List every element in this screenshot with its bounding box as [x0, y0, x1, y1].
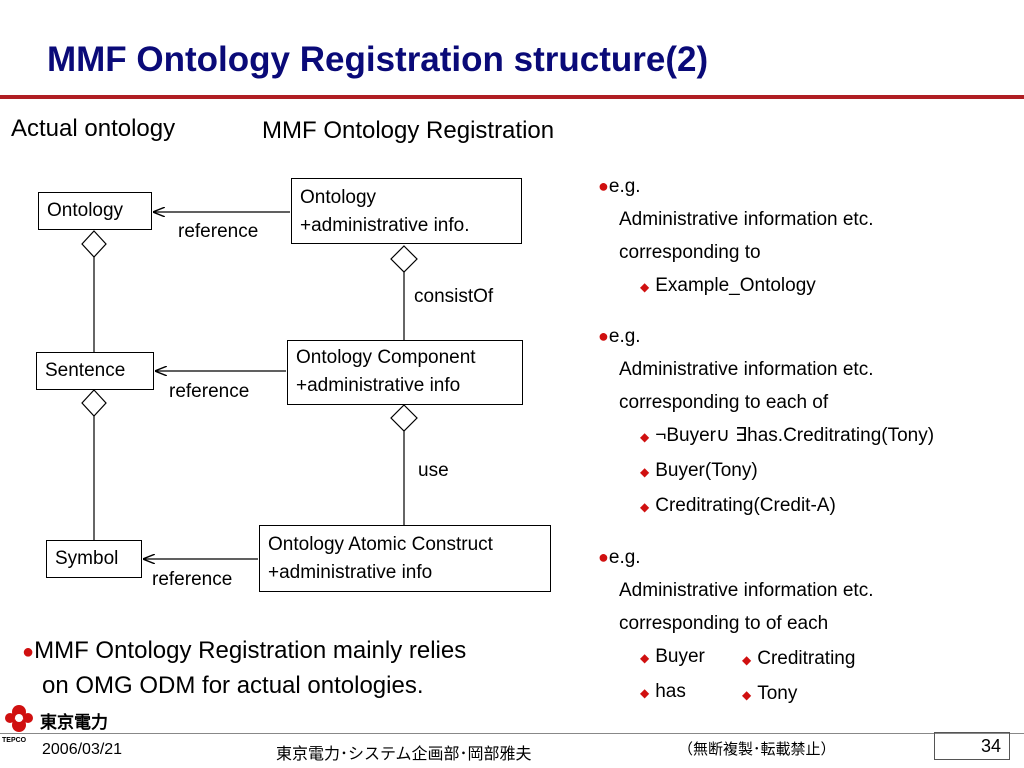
- bullet-dot-icon: ●: [598, 176, 609, 196]
- note-2-line-1: e.g.: [608, 326, 641, 347]
- diamond-bullet-icon: ◆: [742, 653, 752, 667]
- note-3-sub-left: ◆ Buyer ◆ has: [640, 640, 705, 710]
- note-3-sub-tony: Tony: [757, 683, 798, 704]
- box-ontology-component: Ontology Component +administrative info: [287, 340, 523, 405]
- box-symbol: Symbol: [46, 540, 142, 578]
- summary-line-1: MMF Ontology Registration mainly relies: [34, 637, 467, 664]
- box-registration-ontology: Ontology +administrative info.: [291, 178, 522, 244]
- box-registration-ontology-line1: Ontology: [300, 187, 377, 208]
- note-3-line-3: corresponding to of each: [619, 613, 829, 634]
- box-ontology-component-line1: Ontology Component: [296, 347, 476, 368]
- bullet-dot-icon: ●: [22, 641, 35, 663]
- footer-divider: [0, 733, 1024, 734]
- box-ontology: Ontology: [38, 192, 152, 230]
- note-3-sub-right: ◆ Creditrating ◆ Tony: [742, 642, 855, 712]
- note-2-sub-2: Buyer(Tony): [655, 460, 758, 481]
- label-consist-of: consistOf: [414, 286, 494, 307]
- box-ontology-component-line2: +administrative info: [296, 375, 461, 396]
- note-3-sub-has: has: [655, 681, 686, 702]
- note-1-sub-1: Example_Ontology: [655, 275, 816, 296]
- box-ontology-atomic-construct-line1: Ontology Atomic Construct: [268, 534, 493, 555]
- box-sentence-label: Sentence: [45, 360, 126, 381]
- diamond-bullet-icon: ◆: [640, 465, 650, 479]
- diamond-bullet-icon: ◆: [640, 651, 650, 665]
- note-3-sub-buyer: Buyer: [655, 646, 705, 667]
- note-3-sub-creditrating: Creditrating: [757, 648, 856, 669]
- title-divider: [0, 95, 1024, 99]
- company-name: 東京電力: [40, 713, 108, 732]
- heading-mmf-registration: MMF Ontology Registration: [262, 117, 555, 144]
- note-1-line-1: e.g.: [608, 176, 641, 197]
- diamond-component: [390, 404, 418, 432]
- label-reference-1: reference: [178, 221, 259, 242]
- box-symbol-label: Symbol: [55, 548, 119, 569]
- diamond-sentence: [81, 389, 107, 417]
- label-use: use: [418, 460, 449, 481]
- summary-bullet: ●MMF Ontology Registration mainly relies…: [22, 634, 466, 702]
- tepco-logo-icon: [5, 705, 33, 732]
- label-reference-2: reference: [169, 381, 250, 402]
- note-3-line-2: Administrative information etc.: [619, 580, 874, 601]
- box-ontology-atomic-construct-line2: +administrative info: [268, 562, 433, 583]
- page-number: 34: [934, 732, 1010, 760]
- note-2-line-2: Administrative information etc.: [619, 359, 874, 380]
- summary-line-2: on OMG ODM for actual ontologies.: [42, 672, 424, 699]
- bullet-dot-icon: ●: [598, 326, 609, 346]
- box-ontology-atomic-construct: Ontology Atomic Construct +administrativ…: [259, 525, 551, 592]
- diamond-bullet-icon: ◆: [640, 686, 650, 700]
- note-2-sub-1: ¬Buyer∪ ∃has.Creditrating(Tony): [655, 425, 935, 446]
- diamond-bullet-icon: ◆: [640, 500, 650, 514]
- box-ontology-label: Ontology: [47, 200, 124, 221]
- diamond-bullet-icon: ◆: [640, 280, 650, 294]
- heading-actual-ontology: Actual ontology: [11, 115, 176, 142]
- box-registration-ontology-line2: +administrative info.: [300, 215, 470, 236]
- footer-notice: （無断複製･転載禁止）: [678, 741, 836, 758]
- diamond-ontology: [81, 230, 107, 258]
- bullet-dot-icon: ●: [598, 547, 609, 567]
- note-1-line-2: Administrative information etc.: [619, 209, 874, 230]
- diamond-bullet-icon: ◆: [640, 430, 650, 444]
- note-2: ●e.g. Administrative information etc. co…: [598, 320, 934, 524]
- page-title: MMF Ontology Registration structure(2): [47, 40, 709, 79]
- note-1-line-3: corresponding to: [619, 242, 761, 263]
- diamond-bullet-icon: ◆: [742, 688, 752, 702]
- note-1: ●e.g. Administrative information etc. co…: [598, 170, 874, 304]
- box-sentence: Sentence: [36, 352, 154, 390]
- logo-small-text: TEPCO: [2, 737, 27, 744]
- note-2-line-3: corresponding to each of: [619, 392, 829, 413]
- diamond-registration-ontology: [390, 245, 418, 273]
- label-reference-3: reference: [152, 569, 233, 590]
- note-3-line-1: e.g.: [608, 547, 641, 568]
- footer-date: 2006/03/21: [42, 741, 123, 758]
- note-2-sub-3: Creditrating(Credit-A): [655, 495, 836, 516]
- footer-department: 東京電力･システム企画部･岡部雅夫: [276, 746, 532, 763]
- note-3: ●e.g. Administrative information etc. co…: [598, 541, 874, 640]
